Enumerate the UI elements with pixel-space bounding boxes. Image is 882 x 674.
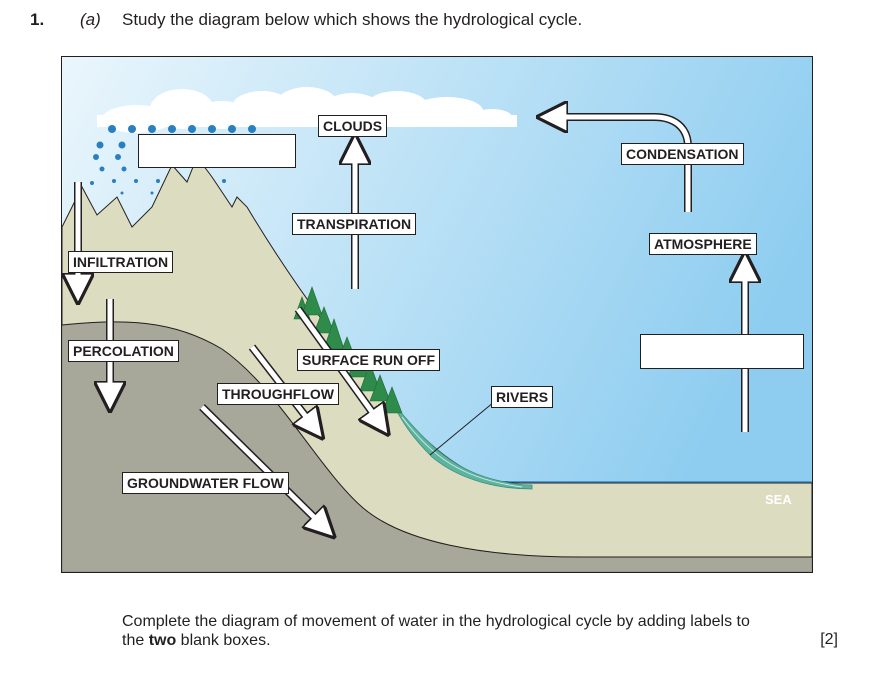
label-throughflow: THROUGHFLOW: [217, 383, 339, 405]
instruction-line-2: the two blank boxes.: [122, 632, 271, 649]
instruction-text: Complete the diagram of movement of wate…: [122, 612, 838, 650]
label-transpiration: TRANSPIRATION: [292, 213, 417, 235]
question-prompt: Study the diagram below which shows the …: [122, 10, 583, 29]
label-sea: SEA: [765, 492, 792, 507]
label-percolation: PERCOLATION: [68, 340, 179, 362]
blank-box-evaporation[interactable]: [640, 334, 804, 369]
land: [62, 155, 812, 558]
label-clouds: CLOUDS: [318, 115, 388, 137]
rivers-pointer: [429, 401, 495, 456]
question-part: (a): [80, 10, 101, 29]
label-groundwater-flow: GROUNDWATER FLOW: [122, 472, 289, 494]
hydrological-cycle-diagram: CLOUDS CONDENSATION TRANSPIRATION ATMOSP…: [61, 56, 813, 573]
instruction-line-1: Complete the diagram of movement of wate…: [122, 613, 750, 630]
label-atmosphere: ATMOSPHERE: [649, 233, 757, 255]
question-number: 1.: [30, 10, 45, 29]
instruction-emphasis: two: [148, 632, 177, 649]
label-rivers: RIVERS: [491, 386, 554, 408]
label-infiltration: INFILTRATION: [68, 251, 174, 273]
cloud-band: [97, 87, 517, 133]
river: [391, 401, 533, 490]
label-surface-run-off: SURFACE RUN OFF: [297, 349, 440, 371]
label-condensation: CONDENSATION: [621, 143, 744, 165]
marks-available: [2]: [820, 631, 838, 648]
blank-box-precipitation[interactable]: [138, 134, 296, 168]
